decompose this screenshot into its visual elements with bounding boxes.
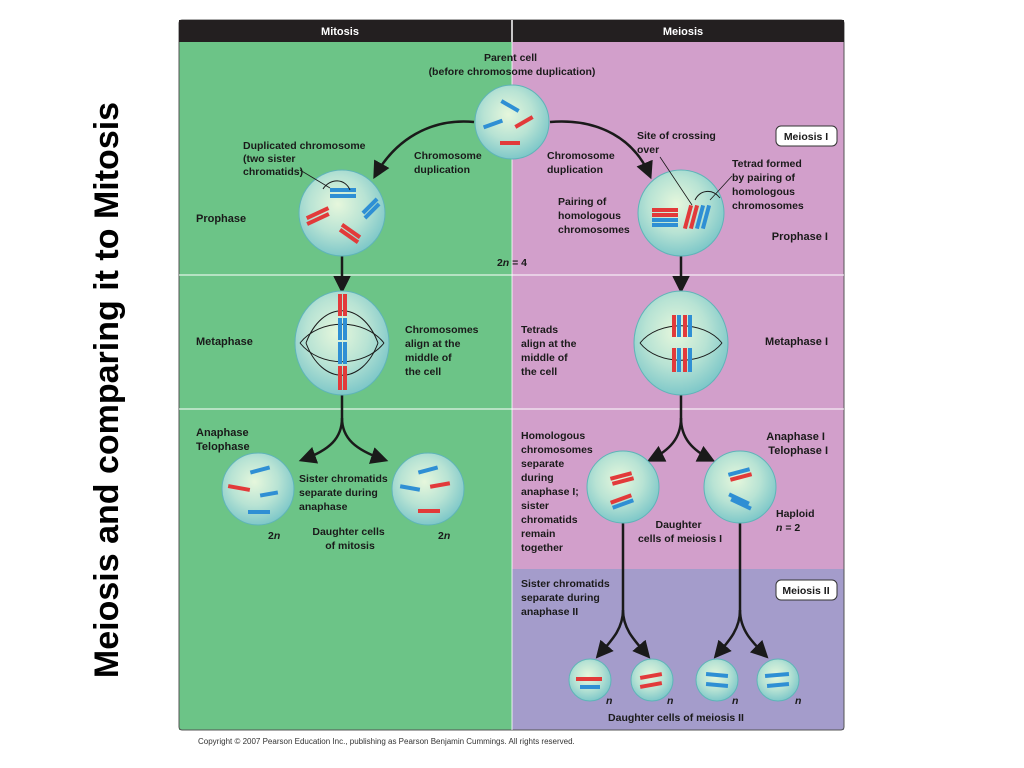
meiosis-i-daughter-cell-left (586, 450, 660, 524)
meiosis-i-daughter-cell-right (703, 450, 777, 524)
two-n-label-left: 2n (268, 530, 280, 542)
prophase-i-cell (637, 169, 725, 257)
metaphase-label: Metaphase (196, 336, 253, 348)
n-label-1: n (606, 695, 612, 707)
anaphase-telophase-i-label: Anaphase I Telophase I (766, 431, 828, 457)
site-of-crossing-over-label: Site of crossing over (637, 130, 719, 156)
sister-chromatids-separate-label: Sister chromatids separate during anapha… (299, 473, 391, 513)
chromosome-duplication-label-right: Chromosome duplication (547, 150, 618, 176)
meiosis-ii-daughter-cell-3 (695, 658, 739, 702)
chromosomes-align-label: Chromosomes align at the middle of the c… (405, 324, 481, 378)
prophase-cell (298, 169, 386, 257)
mitosis-header: Mitosis (321, 26, 359, 38)
meiosis-ii-daughter-cell-2 (630, 658, 674, 702)
ploidy-label: 2n = 4 (497, 257, 527, 269)
mitosis-daughter-cell-right (391, 452, 465, 526)
daughter-cells-meiosis-ii-label: Daughter cells of meiosis II (608, 712, 744, 724)
meiosis-ii-box: Meiosis II (775, 579, 838, 601)
svg-text:Meiosis II: Meiosis II (782, 585, 829, 597)
n-label-4: n (795, 695, 801, 707)
meiosis-i-box: Meiosis I (775, 125, 838, 147)
haploid-label: Haploid n = 2 (776, 508, 817, 534)
meiosis-ii-daughter-cell-1 (568, 658, 612, 702)
duplicated-chromosome-label: Duplicated chromosome (two sister chroma… (243, 140, 368, 178)
anaphase-telophase-label: Anaphase Telophase (196, 427, 252, 453)
daughter-cells-meiosis-i-label: Daughter cells of meiosis I (638, 519, 722, 545)
parent-cell-label: Parent cell (before chromosome duplicati… (429, 52, 596, 78)
chromosome-duplication-label-left: Chromosome duplication (414, 150, 485, 176)
meiosis-ii-daughter-cell-4 (756, 658, 800, 702)
prophase-label: Prophase (196, 213, 246, 225)
tetrads-align-label: Tetrads align at the middle of the cell (521, 324, 579, 378)
metaphase-cell (294, 290, 390, 396)
svg-text:Meiosis I: Meiosis I (784, 131, 828, 143)
mitosis-daughter-cell-left (221, 452, 295, 526)
sister-chromatids-separate-ii-label: Sister chromatids separate during anapha… (521, 578, 613, 618)
prophase-i-label: Prophase I (772, 231, 828, 243)
two-n-label-right: 2n (438, 530, 450, 542)
pairing-of-homologous-label: Pairing of homologous chromosomes (558, 196, 630, 236)
copyright-notice: Copyright © 2007 Pearson Education Inc.,… (198, 737, 575, 746)
metaphase-i-cell (633, 290, 729, 396)
daughter-cells-mitosis-label: Daughter cells of mitosis (312, 526, 387, 552)
tetrad-formed-label: Tetrad formed by pairing of homologous c… (732, 158, 805, 212)
parent-cell (474, 84, 550, 160)
n-label-2: n (667, 695, 673, 707)
meiosis-header: Meiosis (663, 26, 703, 38)
n-label-3: n (732, 695, 738, 707)
metaphase-i-label: Metaphase I (765, 336, 828, 348)
homologous-separate-label: Homologous chromosomes separate during a… (521, 430, 596, 554)
